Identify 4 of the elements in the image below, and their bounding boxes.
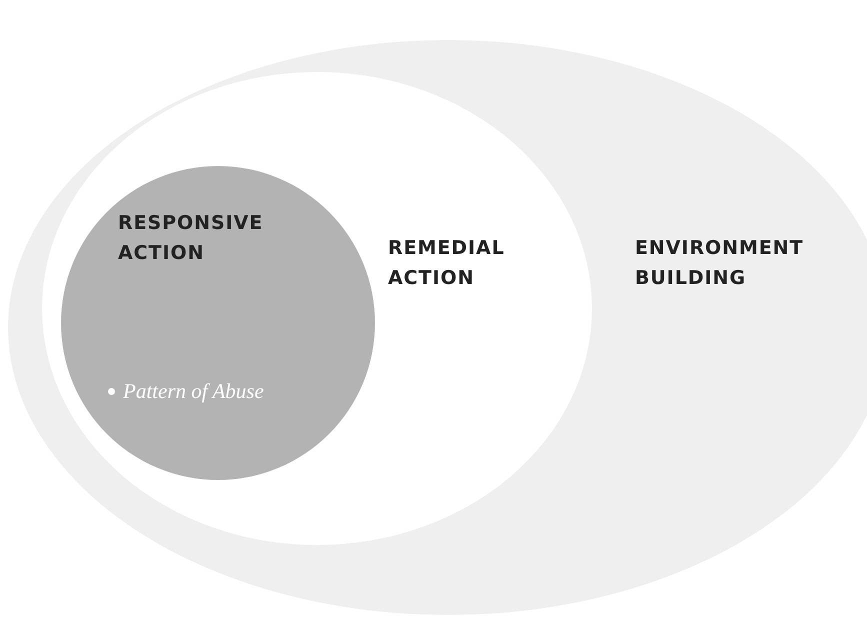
bullet-item: Pattern of Abuse bbox=[123, 378, 264, 405]
category-heading: ENVIRONMENT BUILDING bbox=[635, 236, 805, 291]
category-heading: RESPONSIVE ACTION bbox=[118, 211, 264, 266]
category-heading: REMEDIAL ACTION bbox=[388, 236, 506, 291]
